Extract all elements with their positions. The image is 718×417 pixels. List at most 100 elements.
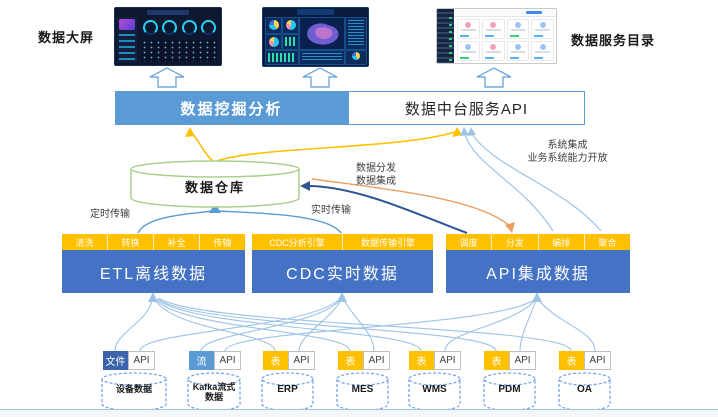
pipeline-api[interactable]: 调度 分发 编排 聚合 API集成数据 [446, 234, 630, 293]
bar-chart-icon [285, 37, 296, 46]
stage-tag: 转换 [107, 234, 153, 250]
data-mining-block[interactable]: 数据挖掘分析 [115, 91, 348, 125]
api-title: API集成数据 [446, 250, 630, 293]
thumbnail-title-bar [146, 10, 190, 15]
mining-arrowhead [185, 127, 195, 137]
list-lines-icon [348, 20, 364, 45]
table-type-tag: 表 [559, 351, 584, 370]
source-device-data[interactable]: 设备数据 [101, 372, 167, 412]
service-card [506, 19, 530, 39]
scheduled-transfer-label: 定时传输 [90, 209, 130, 220]
topbar-button [526, 11, 542, 14]
source-label: 设备数据 [115, 384, 152, 394]
data-distribution-label: 数据分发 数据集成 [356, 163, 396, 188]
source-label: MES [351, 384, 374, 395]
source-mes[interactable]: MES [336, 372, 389, 412]
api-tag: API [363, 351, 390, 370]
api-tag: API [214, 351, 241, 370]
source-label: ERP [277, 384, 298, 395]
service-card [531, 19, 554, 39]
source-erp[interactable]: ERP [261, 372, 314, 412]
chart-lines-icon [302, 53, 342, 62]
list-panel [345, 17, 367, 50]
integration-line1: 系统集成 [547, 140, 588, 151]
gauge-icon [200, 19, 216, 35]
etl-title: ETL离线数据 [62, 250, 245, 293]
capability-arrowhead-1 [460, 127, 469, 136]
gauge-icon [162, 19, 178, 35]
stage-tag: 调度 [459, 237, 478, 248]
pie-chart-icon [352, 52, 360, 60]
source-label: PDM [498, 384, 521, 395]
distribution-line2: 数据集成 [356, 175, 396, 187]
service-card [506, 41, 530, 61]
distribution-line1: 数据分发 [356, 163, 396, 174]
source-tags-erp: 表 API [263, 351, 315, 370]
stage-tag: 传输 [199, 234, 245, 250]
api-arrowhead [532, 292, 542, 302]
thumbnail-bar-list [119, 34, 135, 61]
source-tags-mes: 表 API [338, 351, 390, 370]
service-card [481, 19, 505, 39]
menu-badge-dots [449, 17, 452, 63]
thumbnail-kpi-card [119, 19, 135, 30]
source-kafka[interactable]: Kafka流式数据 [187, 372, 241, 412]
region-map-icon [307, 23, 339, 45]
pipeline-cdc[interactable]: CDC分析引擎 数据传输引擎 CDC实时数据 [252, 234, 433, 293]
service-card [481, 41, 505, 61]
api-tag: API [128, 351, 155, 370]
source-to-etl-lines [114, 297, 572, 352]
cylinder-icon [101, 372, 167, 412]
map-panel [299, 17, 345, 50]
api-tag: API [509, 351, 536, 370]
stage-tag: 补全 [153, 234, 199, 250]
source-label: WMS [422, 384, 447, 395]
source-to-api-lines [224, 299, 596, 352]
stage-tag: 编排 [537, 234, 584, 250]
source-oa[interactable]: OA [558, 372, 611, 412]
big-screen-label: 数据大屏 [38, 30, 95, 45]
source-wms[interactable]: WMS [408, 372, 461, 412]
realtime-transfer-label: 实时传输 [311, 205, 351, 216]
api-tag: API [434, 351, 461, 370]
distribution-to-api-line [311, 178, 511, 227]
stage-tag: 聚合 [583, 234, 630, 250]
service-card-grid [457, 19, 554, 61]
api-tag: API [584, 351, 611, 370]
bar-chart-icon [268, 53, 296, 62]
stage-tag: 清洗 [75, 237, 94, 248]
source-tags-wms: 表 API [409, 351, 461, 370]
up-block-arrow-icon [149, 67, 185, 88]
thumbnail-title-bar [296, 9, 335, 15]
pie-chart-icon [285, 20, 296, 30]
warehouse-label: 数据仓库 [184, 180, 245, 195]
file-type-tag: 文件 [103, 351, 128, 370]
catalog-sidebar [437, 9, 454, 63]
page-bottom-divider [0, 409, 718, 417]
bottom-panel [299, 50, 345, 65]
pie-panel [265, 17, 282, 34]
pipeline-etl[interactable]: 清洗 转换 补全 传输 ETL离线数据 [62, 234, 245, 293]
service-api-arrowhead [452, 127, 462, 137]
bar-panel [282, 34, 299, 50]
pie-chart-icon [268, 37, 279, 47]
middleware-bar: 数据挖掘分析 数据中台服务API [115, 91, 585, 125]
data-warehouse[interactable]: 数据仓库 [130, 160, 300, 208]
source-label: Kafka流式数据 [192, 382, 236, 403]
stage-tag: 分发 [491, 234, 537, 250]
stage-tag: CDC分析引擎 [269, 237, 325, 248]
cylinder-icon [261, 372, 314, 412]
warehouse-cylinder-icon [130, 160, 300, 208]
gauge-icons [141, 18, 218, 36]
stream-type-tag: 流 [189, 351, 214, 370]
source-to-cdc-lines [139, 299, 375, 352]
api-stage-tags: 调度 分发 编排 聚合 [446, 234, 630, 250]
up-block-arrow-icon [302, 67, 338, 88]
up-block-arrow-icon [476, 67, 512, 88]
source-tags-device: 文件 API [103, 351, 155, 370]
source-pdm[interactable]: PDM [483, 372, 536, 412]
bottom-panel [265, 50, 299, 65]
cdc-stage-tags: CDC分析引擎 数据传输引擎 [252, 234, 433, 250]
platform-service-api-block[interactable]: 数据中台服务API [348, 91, 585, 125]
